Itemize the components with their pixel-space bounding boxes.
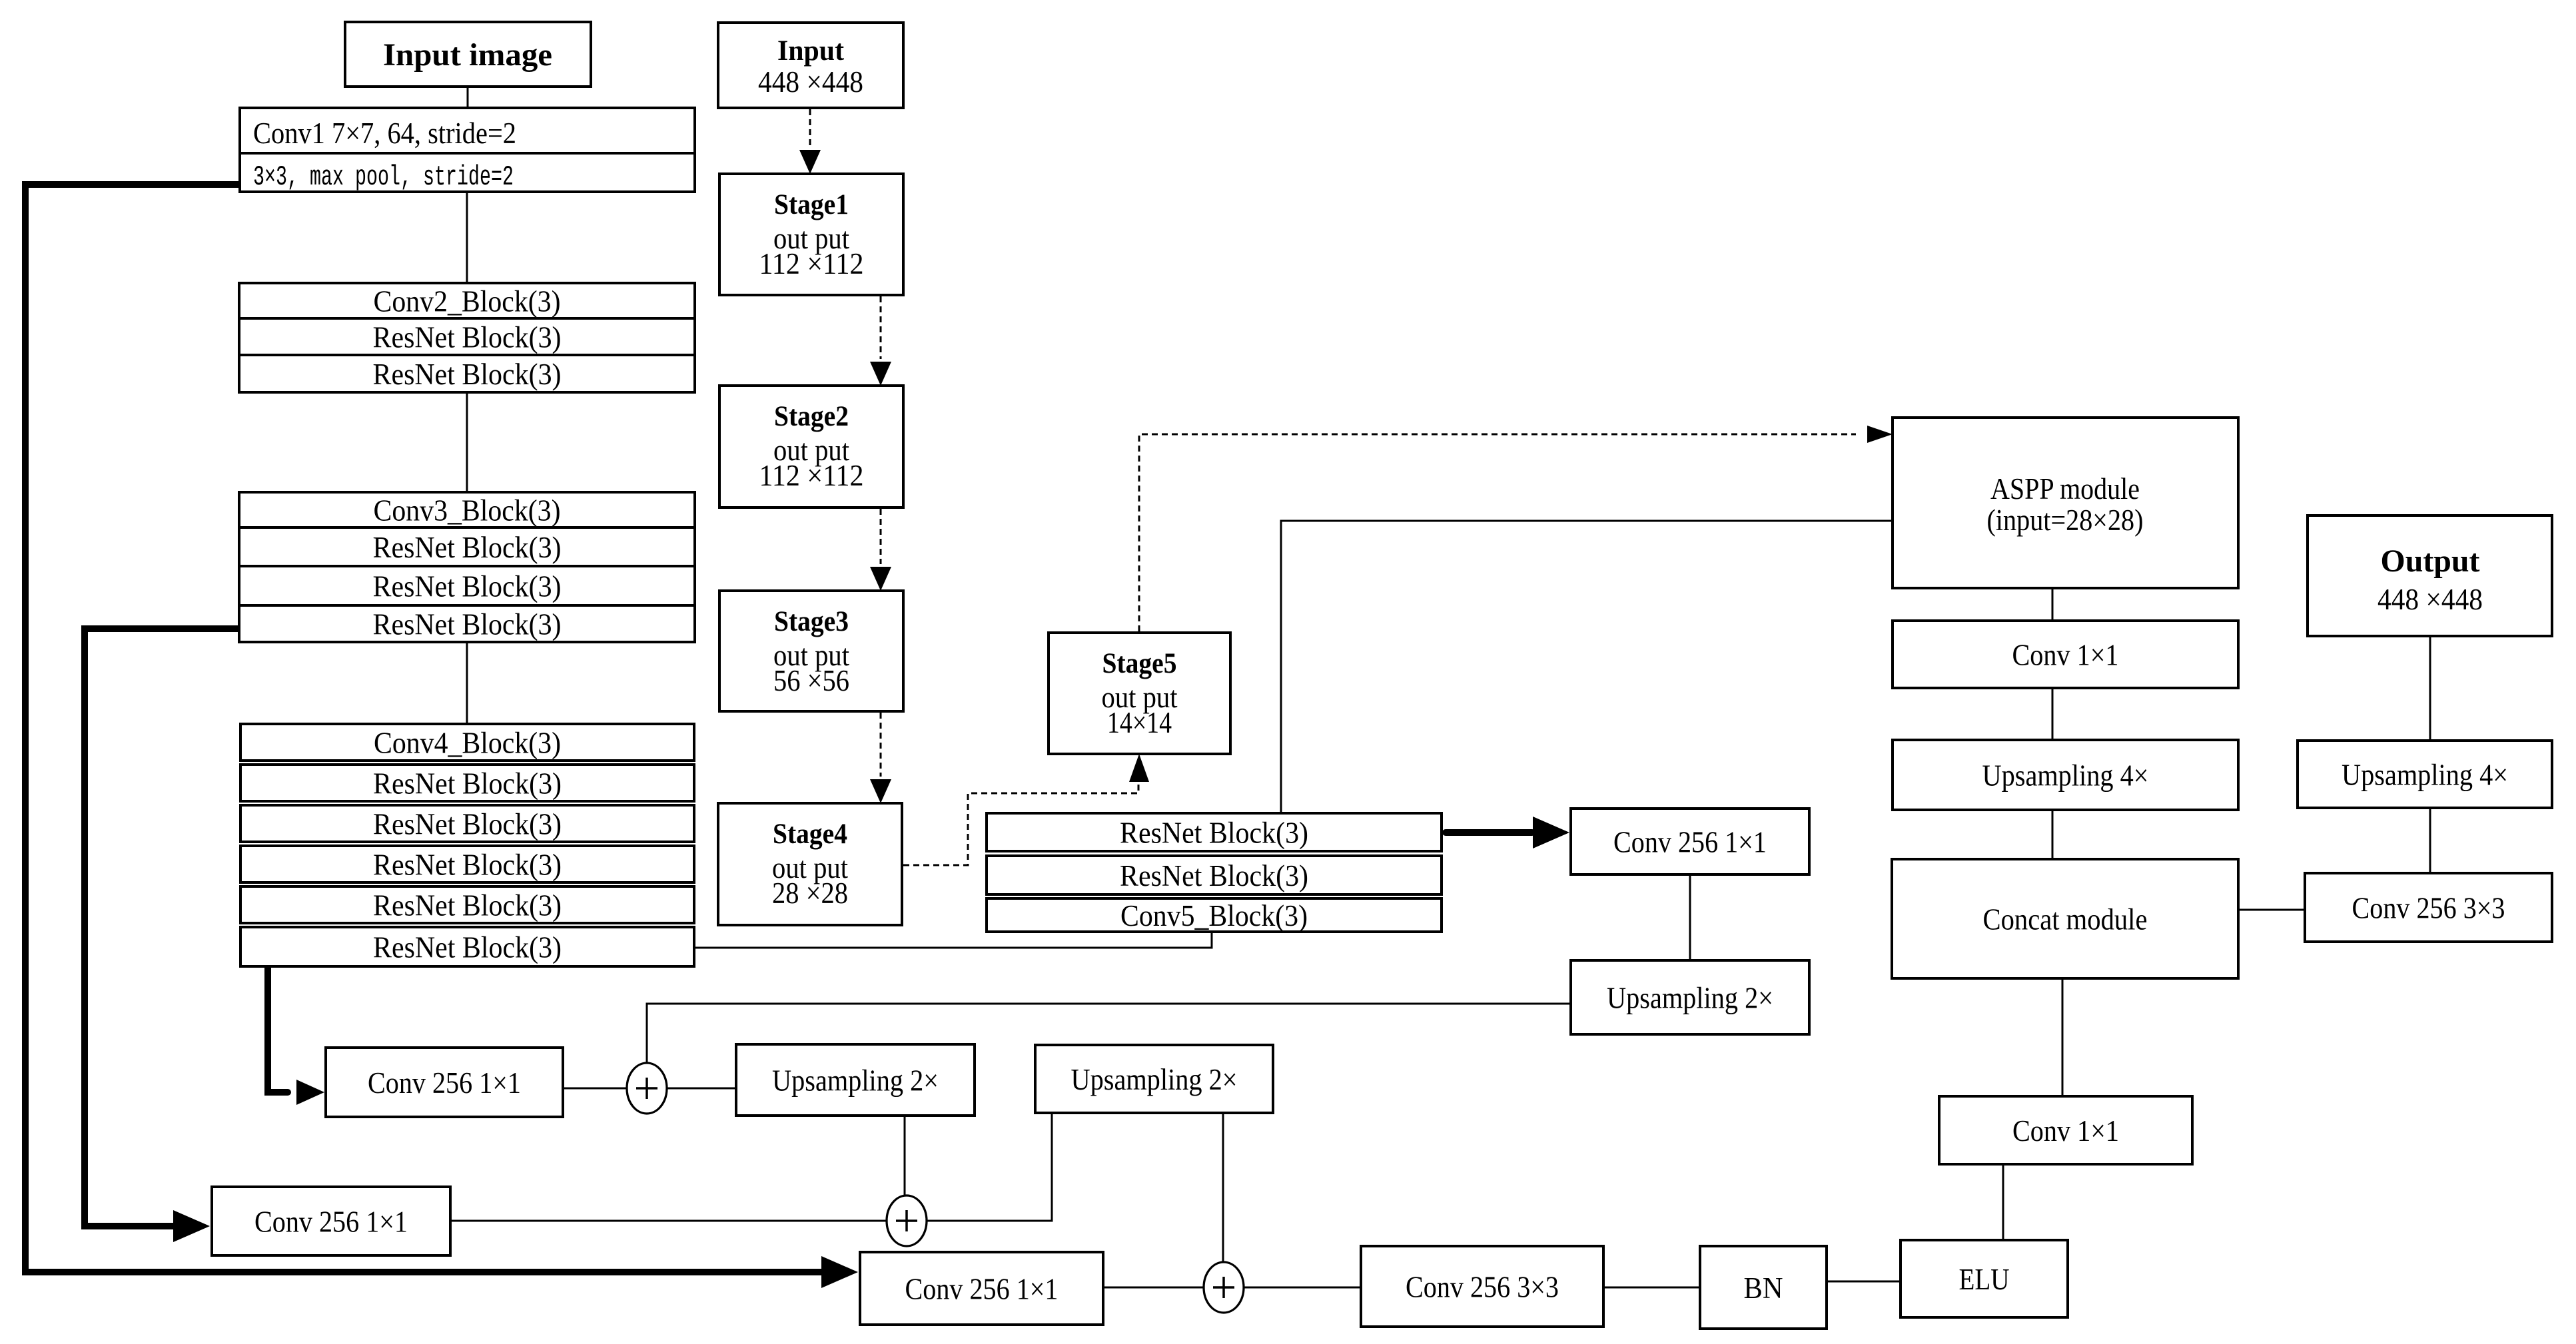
svg-text:Stage1: Stage1	[774, 189, 849, 220]
svg-text:Conv 256 3×3: Conv 256 3×3	[1406, 1271, 1559, 1304]
svg-text:Upsampling 2×: Upsampling 2×	[772, 1064, 939, 1098]
svg-text:out put: out put	[1102, 681, 1178, 714]
svg-text:ResNet Block(3): ResNet Block(3)	[373, 321, 562, 354]
svg-text:Upsampling 2×: Upsampling 2×	[1607, 982, 1773, 1015]
svg-text:3×3, max pool, stride=2: 3×3, max pool, stride=2	[253, 161, 514, 193]
svg-text:14×14: 14×14	[1107, 706, 1172, 739]
svg-text:ResNet Block(3): ResNet Block(3)	[373, 848, 562, 882]
svg-text:Stage3: Stage3	[774, 606, 849, 637]
svg-text:ResNet Block(3): ResNet Block(3)	[373, 531, 562, 564]
svg-text:ResNet Block(3): ResNet Block(3)	[373, 608, 562, 641]
svg-text:Conv5_Block(3): Conv5_Block(3)	[1120, 899, 1308, 932]
svg-text:ResNet Block(3): ResNet Block(3)	[373, 570, 562, 603]
svg-text:Upsampling 4×: Upsampling 4×	[1982, 759, 2149, 793]
svg-text:Upsampling 4×: Upsampling 4×	[2342, 759, 2508, 792]
svg-text:Conv 1×1: Conv 1×1	[2012, 1114, 2119, 1148]
svg-text:ResNet Block(3): ResNet Block(3)	[1120, 817, 1308, 850]
svg-text:Output: Output	[2381, 543, 2480, 579]
svg-text:Conv 256 3×3: Conv 256 3×3	[2352, 892, 2505, 925]
svg-text:448 ×448: 448 ×448	[2377, 583, 2483, 616]
svg-text:112 ×112: 112 ×112	[759, 459, 864, 492]
svg-text:Conv1 7×7, 64, stride=2: Conv1 7×7, 64, stride=2	[253, 117, 516, 150]
svg-text:Stage2: Stage2	[774, 401, 849, 432]
svg-text:Concat module: Concat module	[1983, 903, 2148, 936]
svg-text:Conv 256 1×1: Conv 256 1×1	[1613, 826, 1767, 859]
svg-text:ASPP module: ASPP module	[1990, 472, 2140, 505]
svg-text:ResNet Block(3): ResNet Block(3)	[373, 358, 562, 391]
svg-text:28 ×28: 28 ×28	[772, 876, 848, 910]
svg-text:Input: Input	[777, 35, 845, 67]
svg-text:Conv 1×1: Conv 1×1	[2012, 639, 2119, 672]
svg-text:448 ×448: 448 ×448	[758, 65, 863, 99]
svg-text:Upsampling 2×: Upsampling 2×	[1071, 1063, 1238, 1096]
svg-text:Stage5: Stage5	[1102, 648, 1177, 679]
svg-text:Conv 256 1×1: Conv 256 1×1	[905, 1273, 1059, 1306]
svg-text:(input=28×28): (input=28×28)	[1987, 504, 2144, 537]
svg-text:Conv 256 1×1: Conv 256 1×1	[254, 1205, 408, 1239]
svg-text:out put: out put	[773, 434, 849, 467]
svg-text:ResNet Block(3): ResNet Block(3)	[1120, 859, 1308, 892]
svg-text:Stage4: Stage4	[773, 819, 847, 850]
svg-text:Conv4_Block(3): Conv4_Block(3)	[374, 727, 561, 760]
svg-text:ELU: ELU	[1959, 1263, 2010, 1296]
svg-text:Input image: Input image	[383, 37, 552, 73]
svg-text:out put: out put	[773, 639, 849, 672]
svg-text:112 ×112: 112 ×112	[759, 247, 864, 280]
svg-text:ResNet Block(3): ResNet Block(3)	[373, 767, 562, 801]
svg-text:Conv2_Block(3): Conv2_Block(3)	[374, 285, 561, 318]
svg-text:ResNet Block(3): ResNet Block(3)	[373, 931, 562, 964]
svg-text:Conv 256 1×1: Conv 256 1×1	[368, 1066, 521, 1100]
svg-text:BN: BN	[1744, 1271, 1783, 1305]
svg-text:56 ×56: 56 ×56	[773, 664, 849, 697]
svg-text:ResNet Block(3): ResNet Block(3)	[373, 889, 562, 922]
svg-text:Conv3_Block(3): Conv3_Block(3)	[374, 494, 561, 527]
svg-text:ResNet Block(3): ResNet Block(3)	[373, 808, 562, 841]
svg-text:out put: out put	[772, 851, 848, 884]
svg-text:out put: out put	[773, 222, 849, 255]
